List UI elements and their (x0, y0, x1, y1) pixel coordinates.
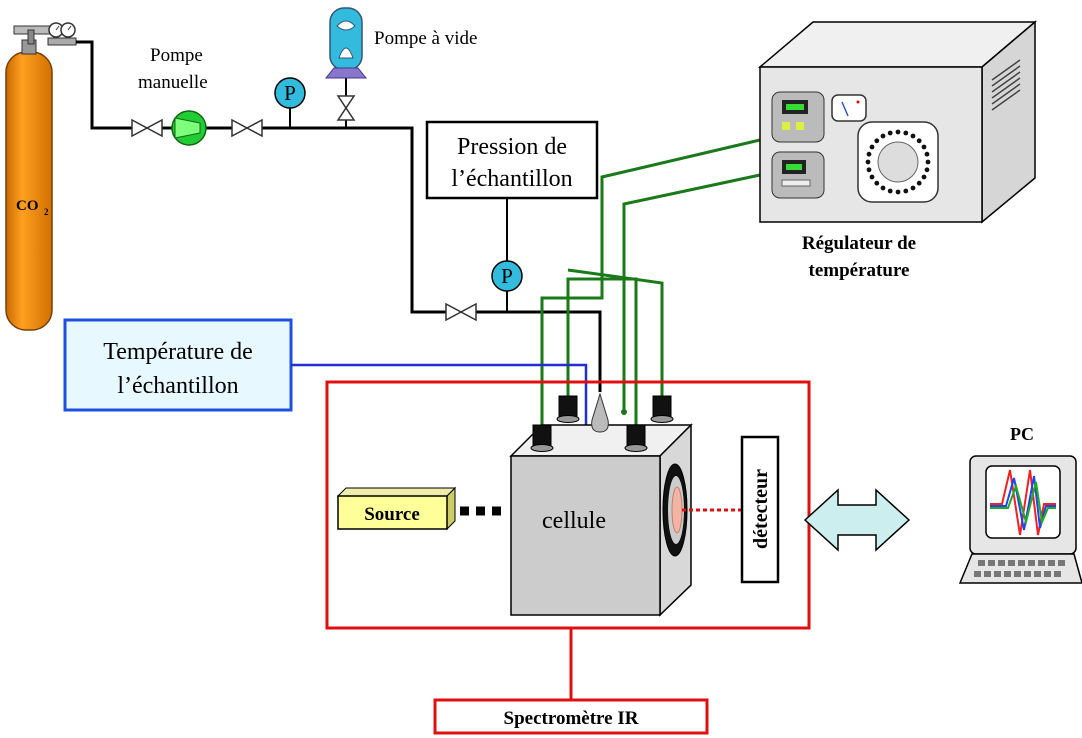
dial-dot (924, 151, 930, 157)
spectrometer-label-box: Spectromètre IR (433, 698, 709, 735)
dial-dot (916, 180, 922, 186)
dial-dot (921, 144, 927, 150)
spectrometer-frame (325, 380, 811, 630)
keyboard-key (978, 560, 985, 566)
pressure-gauge-icon: P (491, 260, 523, 292)
dial-dot (916, 138, 922, 144)
dial-dot (887, 130, 893, 136)
source-label: Source (364, 504, 420, 525)
keyboard-key (1034, 571, 1041, 577)
co2-subscript: 2 (44, 207, 49, 217)
dial-dot (880, 133, 886, 139)
dial-dot (903, 130, 909, 136)
keyboard-key (1048, 560, 1055, 566)
keyboard-key (998, 560, 1005, 566)
dial-dot (869, 144, 875, 150)
keyboard-key (1018, 560, 1025, 566)
keyboard-keys (974, 560, 1065, 577)
manual-pump-label-2: manuelle (138, 72, 208, 93)
detector: détecteur (740, 435, 780, 584)
temp-controller-label-2: température (809, 260, 910, 281)
detector-label: détecteur (750, 469, 772, 549)
sample-pressure-label-2: l’échantillon (451, 166, 572, 192)
keyboard-key (1024, 571, 1031, 577)
spectrometer-label: Spectromètre IR (504, 708, 639, 729)
thermal-control-lines (540, 138, 761, 425)
valve-icon (445, 302, 477, 322)
keyboard-key (1028, 560, 1035, 566)
dial-dot (925, 159, 931, 165)
dial-dot (866, 167, 872, 173)
sample-temperature-box: Température de l’échantillon (63, 318, 293, 412)
sample-pressure-label-1: Pression de (457, 134, 567, 160)
pressure-symbol: P (284, 81, 296, 105)
dial-dot (869, 174, 875, 180)
cell-connectors (530, 392, 674, 452)
manual-pump-icon (171, 110, 207, 146)
keyboard-key (1014, 571, 1021, 577)
temperature-line (291, 363, 588, 439)
valve-icon (131, 118, 163, 138)
pressure-symbol: P (501, 264, 513, 288)
cell-label: cellule (542, 508, 606, 534)
keyboard-key (1054, 571, 1061, 577)
dial-dots (865, 129, 931, 195)
valve-icon (231, 118, 263, 138)
gas-pipe (76, 40, 602, 392)
ir-source: Source (336, 486, 457, 531)
sample-pressure-box: Pression de l’échantillon (425, 120, 599, 200)
keyboard-key (1058, 560, 1065, 566)
double-arrow-icon (803, 488, 911, 552)
keyboard-key (974, 571, 981, 577)
co2-label: CO (16, 198, 39, 214)
dial-dot (874, 180, 880, 186)
cell: cellule (509, 423, 693, 617)
valve-icon (336, 95, 356, 121)
dial-dot (887, 188, 893, 194)
keyboard-key (994, 571, 1001, 577)
keyboard-key (1008, 560, 1015, 566)
dial-dot (924, 167, 930, 173)
manual-pump-label-1: Pompe (150, 45, 203, 66)
keyboard-key (988, 560, 995, 566)
dial-dot (880, 185, 886, 191)
dial-dot (910, 133, 916, 139)
co2-cylinder: CO 2 (5, 22, 77, 331)
dial-dot (910, 185, 916, 191)
keyboard-key (1044, 571, 1051, 577)
temp-controller-label-1: Régulateur de (802, 233, 916, 254)
dial-dot (895, 129, 901, 135)
dial-dot (865, 159, 871, 165)
keyboard-key (1004, 571, 1011, 577)
dial-dot (874, 138, 880, 144)
pc-label: PC (1010, 424, 1034, 444)
dial-dot (921, 174, 927, 180)
sample-temp-label-1: Température de (103, 339, 253, 365)
pressure-gauge-icon: P (274, 77, 306, 109)
dial-dot (866, 151, 872, 157)
keyboard-key (1038, 560, 1045, 566)
dial-dot (895, 189, 901, 195)
dial-dot (903, 188, 909, 194)
vacuum-pump-icon (324, 7, 368, 79)
keyboard-key (984, 571, 991, 577)
vacuum-pump-label: Pompe à vide (374, 28, 477, 49)
sample-temp-label-2: l’échantillon (117, 373, 238, 399)
